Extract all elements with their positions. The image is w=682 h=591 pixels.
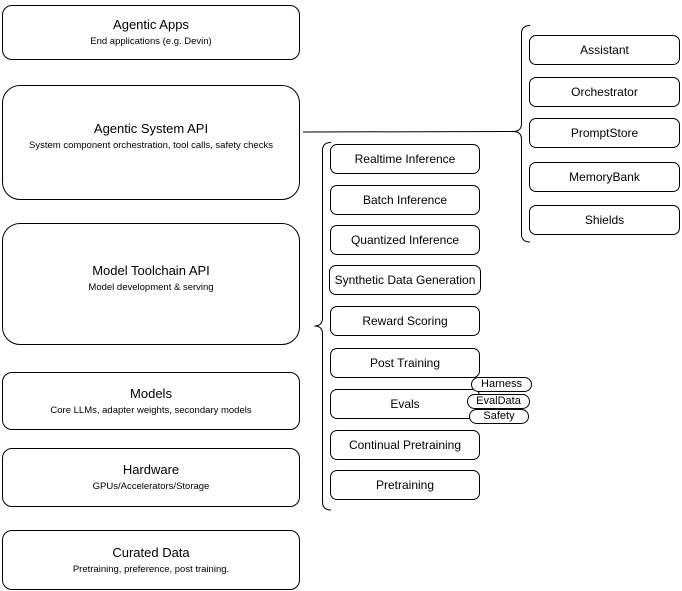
node-subtitle: Pretraining, preference, post training. <box>72 563 230 575</box>
system-api-connector-line <box>302 131 514 133</box>
node-label: Continual Pretraining <box>348 438 462 452</box>
badge-label: Harness <box>481 378 522 390</box>
node-agentic-apps: Agentic Apps End applications (e.g. Devi… <box>2 5 300 60</box>
node-continual-pretraining: Continual Pretraining <box>330 430 480 460</box>
node-label: Assistant <box>580 43 629 57</box>
node-label: Orchestrator <box>571 85 638 99</box>
node-evals: Evals <box>330 389 480 419</box>
node-title: Model Toolchain API <box>92 262 210 278</box>
node-shields: Shields <box>529 205 680 235</box>
node-curated-data: Curated Data Pretraining, preference, po… <box>2 530 300 590</box>
node-label: Pretraining <box>375 478 435 492</box>
node-model-toolchain-api: Model Toolchain API Model development & … <box>2 223 300 345</box>
badge-label: EvalData <box>476 395 521 407</box>
node-label: Post Training <box>369 356 441 370</box>
node-title: Curated Data <box>112 544 190 560</box>
node-memorybank: MemoryBank <box>529 162 680 192</box>
node-subtitle: GPUs/Accelerators/Storage <box>92 481 210 492</box>
node-label: Synthetic Data Generation <box>334 273 476 287</box>
node-label: PromptStore <box>570 126 639 140</box>
badge-harness: Harness <box>471 377 532 392</box>
node-title: Models <box>130 385 172 401</box>
badge-evaldata: EvalData <box>467 394 530 409</box>
node-pretraining: Pretraining <box>330 470 480 500</box>
node-assistant: Assistant <box>529 35 680 65</box>
node-label: MemoryBank <box>569 170 640 184</box>
node-realtime-inference: Realtime Inference <box>330 144 480 174</box>
node-hardware: Hardware GPUs/Accelerators/Storage <box>2 448 300 507</box>
node-label: Quantized Inference <box>350 233 460 247</box>
node-title: Hardware <box>122 462 180 477</box>
node-orchestrator: Orchestrator <box>529 77 680 107</box>
node-synthetic-data-generation: Synthetic Data Generation <box>329 265 481 295</box>
system-column-brace <box>513 25 531 243</box>
node-subtitle: Model development & serving <box>88 281 214 293</box>
node-title: Agentic Apps <box>113 17 189 32</box>
node-label: Shields <box>584 213 625 227</box>
node-promptstore: PromptStore <box>529 118 680 148</box>
node-agentic-system-api: Agentic System API System component orch… <box>2 85 300 200</box>
node-models: Models Core LLMs, adapter weights, secon… <box>2 372 300 430</box>
node-subtitle: System component orchestration, tool cal… <box>29 140 273 151</box>
node-label: Batch Inference <box>362 193 448 207</box>
node-label: Realtime Inference <box>354 152 456 166</box>
toolchain-column-brace <box>314 142 332 511</box>
node-label: Reward Scoring <box>362 314 448 328</box>
node-batch-inference: Batch Inference <box>330 185 480 215</box>
node-title: Agentic System API <box>93 121 209 136</box>
node-reward-scoring: Reward Scoring <box>330 306 480 336</box>
node-subtitle: Core LLMs, adapter weights, secondary mo… <box>50 404 252 416</box>
node-post-training: Post Training <box>330 348 480 378</box>
node-label: Evals <box>390 397 420 411</box>
node-subtitle: End applications (e.g. Devin) <box>90 36 212 47</box>
node-quantized-inference: Quantized Inference <box>330 225 480 255</box>
badge-label: Safety <box>483 410 515 422</box>
badge-safety: Safety <box>469 409 529 424</box>
